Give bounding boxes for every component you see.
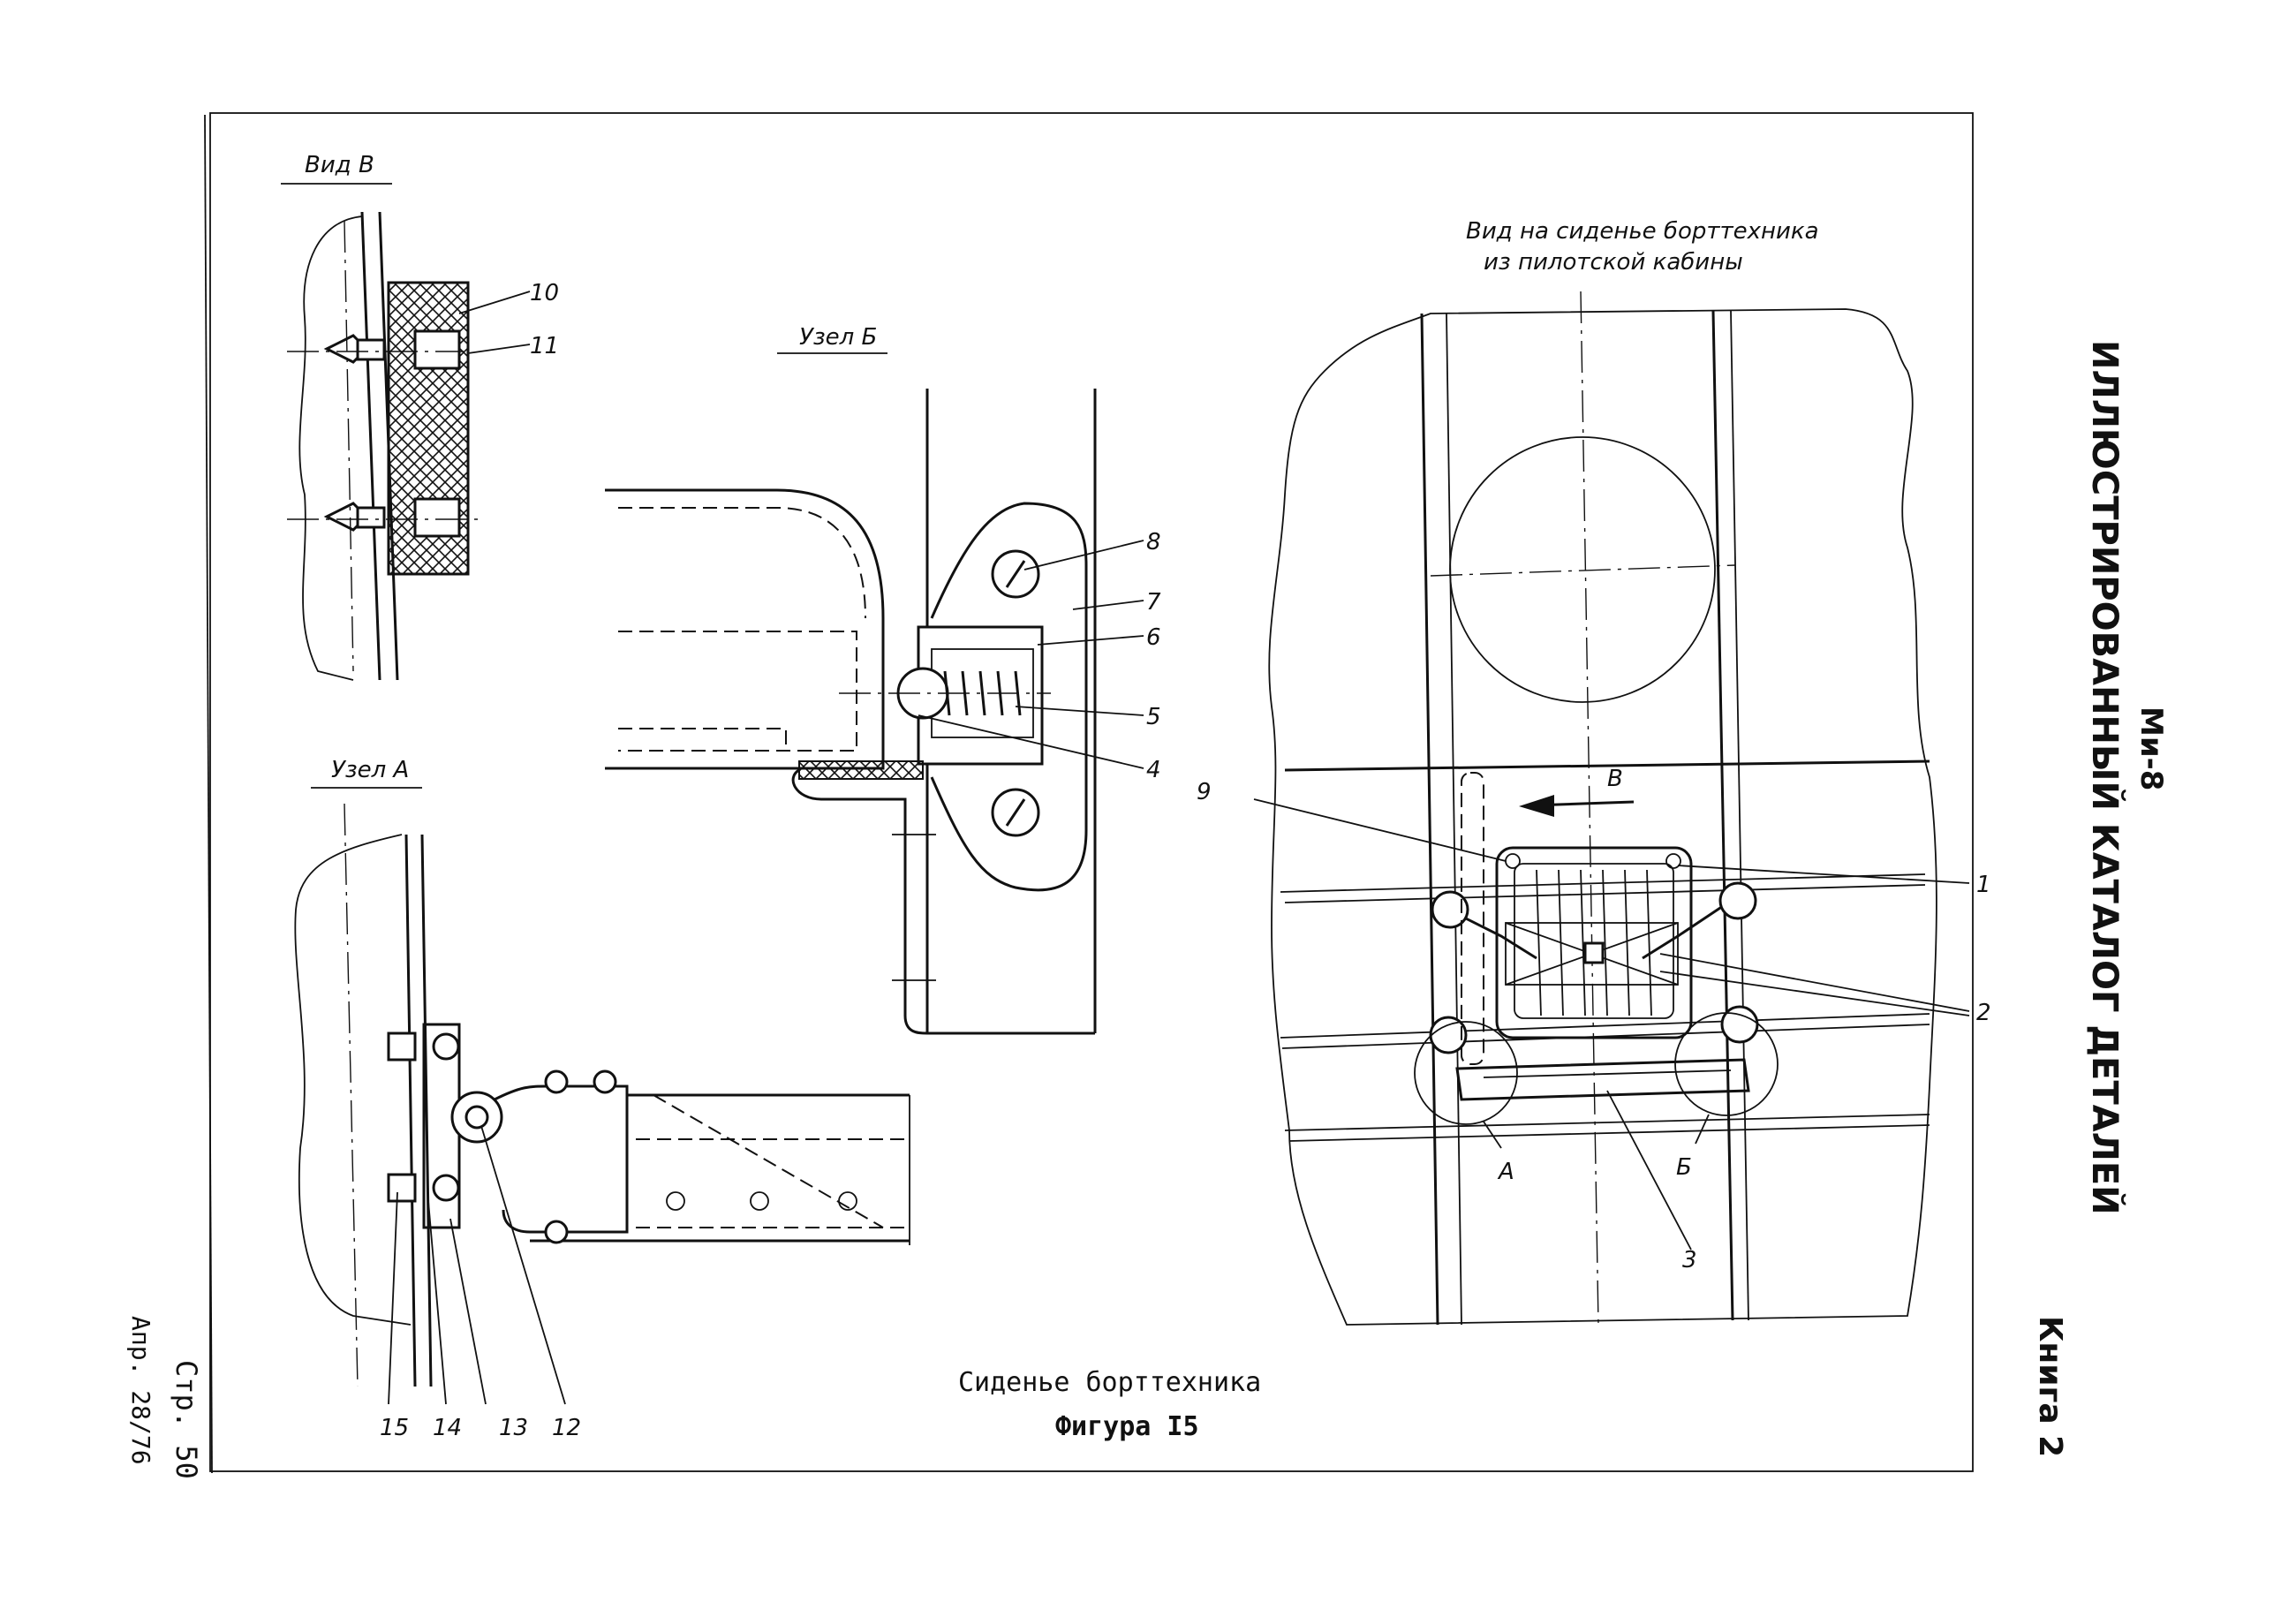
callout-12: 12: [552, 1415, 581, 1441]
main-view-title-line2: из пилотской кабины: [1484, 249, 1743, 276]
node-b-group: Узел Б 8 7 6 5: [605, 324, 1161, 1035]
bolt-upper: [287, 329, 464, 370]
book-number: Книга 2: [2032, 1316, 2068, 1457]
callout-11: 11: [530, 333, 559, 359]
callout-8: 8: [1146, 529, 1161, 555]
main-view-group: Вид на сиденье борттехника из пилотской …: [1197, 218, 1991, 1326]
marker-a: А: [1497, 1159, 1514, 1185]
callout-3: 3: [1682, 1247, 1697, 1273]
callout-1: 1: [1976, 872, 1991, 898]
node-b-label: Узел Б: [799, 324, 877, 351]
callout-4: 4: [1146, 757, 1161, 783]
view-v-group: Вид В 10 11: [281, 152, 559, 681]
detail-circle-a: [1414, 1021, 1518, 1125]
caption: Сиденье борттехника: [958, 1367, 1261, 1398]
node-a-label: Узел А: [331, 757, 409, 783]
page-number: Стр. 50: [170, 1360, 203, 1479]
bolt-lower: [287, 497, 481, 538]
callout-15: 15: [380, 1415, 409, 1441]
header-model: Ми-8: [2134, 707, 2169, 790]
marker-v: В: [1607, 766, 1623, 792]
callout-5: 5: [1146, 704, 1161, 730]
detail-circle-b: [1674, 1012, 1779, 1116]
round-window: [1449, 436, 1716, 703]
figure-number: Фигура I5: [1055, 1411, 1199, 1442]
header-title: ИЛЛЮСТРИРОВАННЫЙ КАТАЛОГ ДЕТАЛЕЙ: [2084, 340, 2126, 1215]
sheet-border: [209, 112, 1974, 1472]
callout-7: 7: [1146, 589, 1161, 616]
revision-date: Апр. 28/76: [126, 1316, 155, 1465]
marker-b: Б: [1676, 1154, 1692, 1181]
callout-2: 2: [1976, 1000, 1991, 1026]
callout-13: 13: [499, 1415, 528, 1441]
callout-14: 14: [433, 1415, 462, 1441]
callout-9: 9: [1197, 779, 1212, 805]
callout-6: 6: [1146, 624, 1161, 651]
seat: [1495, 846, 1693, 1039]
node-a-group: Узел А 15 14 13 12: [294, 757, 910, 1441]
callout-10: 10: [530, 280, 559, 306]
main-view-title-line1: Вид на сиденье борттехника: [1466, 218, 1819, 245]
view-v-label: Вид В: [305, 152, 374, 178]
